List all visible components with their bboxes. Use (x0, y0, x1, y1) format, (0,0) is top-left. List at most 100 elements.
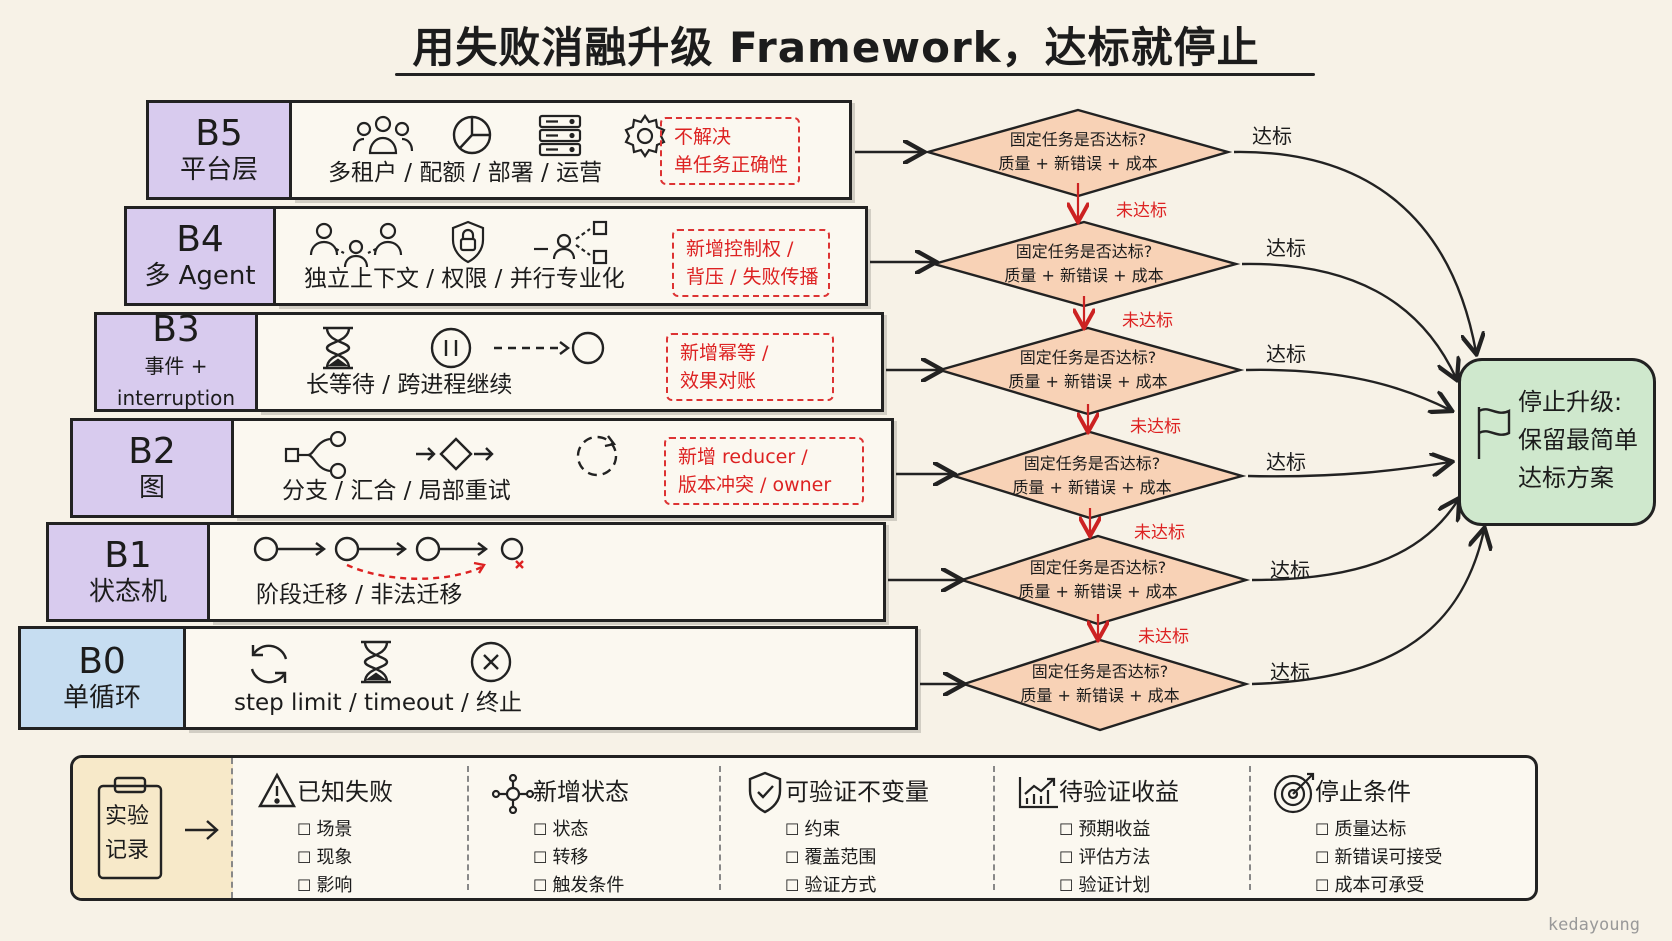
record-item: 质量达标 (1315, 816, 1442, 844)
layer-content-b0: step limit / timeout / 终止 (186, 626, 918, 730)
record-item: 验证方式 (785, 872, 876, 898)
clipboard-icon (97, 776, 163, 880)
record-col-invariant: 可验证不变量 约束 覆盖范围 验证方式 (719, 758, 993, 898)
record-col-title: 停止条件 (1315, 778, 1411, 806)
layer-content-b1: 阶段迁移 / 非法迁移 (210, 522, 886, 622)
check-text: 固定任务是否达标?质量 + 新错误 + 成本 (1008, 348, 1168, 391)
layer-row-b4: B4 多 Agent 独立上下文 / 权限 / 并行专业化 新增控制权 / (124, 206, 868, 306)
pass-label: 达标 (1266, 342, 1306, 366)
layer-label-b0: B0 单循环 (18, 626, 186, 730)
flag-icon (1477, 407, 1511, 459)
hourglass-icon (323, 326, 353, 370)
record-item: 成本可承受 (1315, 872, 1442, 898)
record-col-stop-condition: 停止条件 质量达标 新错误可接受 成本可承受 (1249, 758, 1535, 898)
arrow-right-icon (185, 820, 219, 840)
stop-icon (470, 641, 512, 683)
record-lead-line: 实验 (105, 804, 150, 829)
pass-label: 达标 (1266, 450, 1306, 474)
resume-icon (494, 331, 605, 365)
layer-content-b2: 分支 / 汇合 / 局部重试 新增 reducer / 版本冲突 / owner (234, 418, 894, 518)
record-item: 触发条件 (533, 872, 624, 898)
gear-icon (624, 114, 666, 158)
layer-code: B1 (104, 535, 152, 576)
layer-description: 阶段迁移 / 非法迁移 (256, 582, 463, 608)
record-lead: 实验 记录 (73, 758, 233, 898)
agents-icon (309, 222, 403, 268)
pass-arrow (1247, 462, 1450, 478)
fail-label: 未达标 (1134, 523, 1185, 543)
pass-arrow (1233, 150, 1476, 352)
record-item: 约束 (785, 816, 876, 844)
record-item: 新错误可接受 (1315, 844, 1442, 872)
layer-label-b3: B3 事件 + interruption (94, 309, 258, 412)
column-divider (467, 766, 469, 890)
stop-line: 停止升级: (1518, 388, 1623, 416)
users-icon (352, 115, 414, 155)
layer-content-b5: 多租户 / 配额 / 部署 / 运营 不解决 单任务正确性 (292, 100, 852, 200)
check-diamond (960, 638, 1251, 732)
hourglass-icon (361, 640, 391, 684)
record-item: 验证计划 (1059, 872, 1150, 898)
fail-label: 未达标 (1122, 311, 1173, 331)
layer-label-b4: B4 多 Agent (124, 206, 276, 306)
layer-label-b5: B5 平台层 (146, 100, 292, 200)
record-item: 覆盖范围 (785, 844, 876, 872)
layer-subtitle: 图 (138, 473, 165, 503)
layer-description: 多租户 / 配额 / 部署 / 运营 (328, 160, 603, 186)
record-item: 现象 (297, 844, 352, 872)
layer-code: B4 (176, 219, 224, 260)
layer-description: 长等待 / 跨进程继续 (306, 372, 513, 398)
layer-content-b4: 独立上下文 / 权限 / 并行专业化 新增控制权 / 背压 / 失败传播 (276, 206, 868, 306)
check-text: 固定任务是否达标?质量 + 新错误 + 成本 (1018, 558, 1178, 601)
page-title: 用失败消融升级 Framework，达标就停止 (412, 23, 1260, 72)
layer-row-b1: B1 状态机 阶段迁移 / 非法迁移 (46, 522, 886, 622)
layer-subtitle: 平台层 (179, 155, 258, 185)
stop-line: 保留最简单 (1518, 426, 1638, 454)
pie-chart-icon (452, 115, 492, 155)
merge-icon (416, 437, 494, 471)
record-item: 评估方法 (1059, 844, 1150, 872)
layer-row-b2: B2 图 分支 / 汇合 / 局部重试 新增 reducer / 版本冲突 / … (70, 418, 894, 518)
layer-subtitle: 多 Agent (144, 261, 256, 291)
fail-label: 未达标 (1130, 417, 1181, 437)
fail-label: 未达标 (1138, 627, 1189, 647)
layer-code: B2 (128, 431, 176, 472)
layer-note-b4: 新增控制权 / 背压 / 失败传播 (672, 229, 830, 297)
record-col-expected-gain: 待验证收益 预期收益 评估方法 验证计划 (993, 758, 1249, 898)
layer-row-b3: B3 事件 + interruption 长等待 / 跨进程继续 新增幂等 / … (94, 309, 884, 412)
pause-icon (430, 327, 472, 369)
stop-line: 达标方案 (1518, 464, 1614, 492)
layer-label-b2: B2 图 (70, 418, 234, 518)
pass-label: 达标 (1270, 660, 1310, 684)
target-icon (1273, 772, 1315, 814)
stop-upgrade-box: 停止升级: 保留最简单 达标方案 (1458, 358, 1656, 526)
layer-code: B3 (152, 309, 200, 350)
layer-description: 独立上下文 / 权限 / 并行专业化 (304, 266, 625, 292)
shield-check-icon (748, 771, 782, 814)
state-chain-icon (253, 536, 524, 580)
record-item: 转移 (533, 844, 624, 872)
layer-note-b3: 新增幂等 / 效果对账 (666, 333, 834, 401)
check-text: 固定任务是否达标?质量 + 新错误 + 成本 (1012, 454, 1172, 497)
column-divider (719, 766, 721, 890)
warning-icon (257, 772, 297, 808)
layer-subtitle: 单循环 (62, 683, 141, 713)
layer-row-b0: B0 单循环 step limit / timeout / 终止 (18, 626, 918, 730)
experiment-record-panel: 实验 记录 已知失败 场景 现象 影响 新增状态 状态 转移 触发条件 (70, 755, 1538, 901)
pass-arrow (1241, 262, 1456, 378)
pass-arrow (1251, 500, 1458, 582)
pass-label: 达标 (1270, 558, 1310, 582)
pass-arrow (1251, 530, 1484, 686)
layer-label-b1: B1 状态机 (46, 522, 210, 622)
layer-row-b5: B5 平台层 多租户 / 配额 / 部署 / 运营 不解 (146, 100, 852, 200)
check-text: 固定任务是否达标?质量 + 新错误 + 成本 (1020, 662, 1180, 705)
column-divider (1249, 766, 1251, 890)
nodes-icon (491, 774, 535, 814)
layer-note-b5: 不解决 单任务正确性 (660, 117, 800, 185)
check-text: 固定任务是否达标?质量 + 新错误 + 成本 (998, 130, 1158, 173)
loop-icon (250, 644, 288, 684)
record-item: 影响 (297, 872, 352, 898)
layer-description: 分支 / 汇合 / 局部重试 (282, 478, 511, 504)
author-signature: kedayoung (1547, 915, 1640, 935)
